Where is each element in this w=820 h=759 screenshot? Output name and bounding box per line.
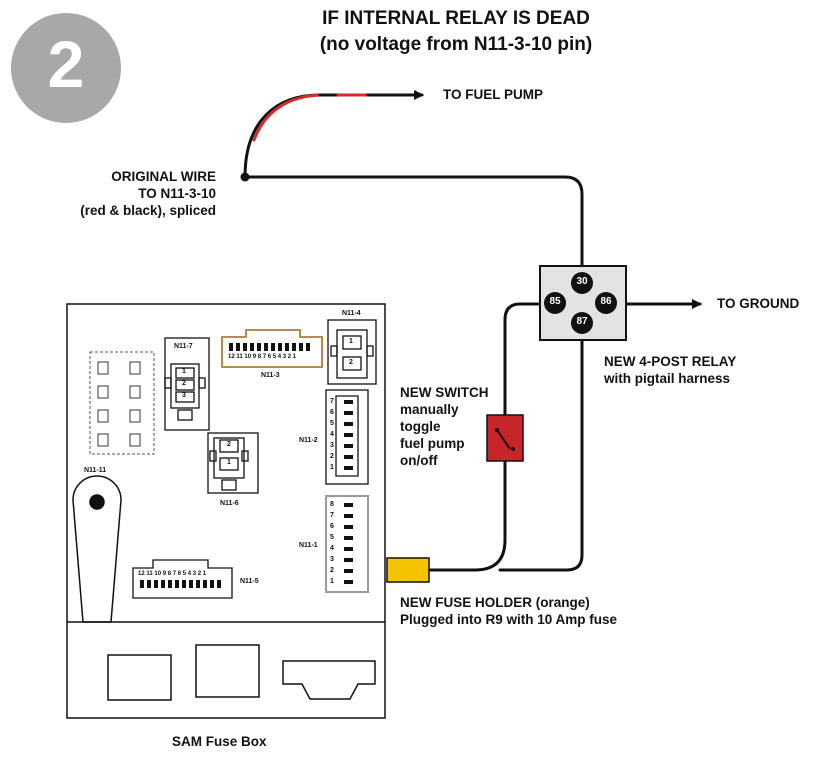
n11-2-connector (325, 389, 369, 485)
n11-1-pin-5: 5 (330, 534, 334, 541)
splice-point (240, 172, 250, 182)
n11-6-connector (207, 432, 259, 494)
n11-2-pin-2: 2 (330, 453, 334, 460)
n11-3-pins: 12 11 10 9 8 7 6 5 4 3 2 1 (228, 354, 297, 360)
n11-1-pin-3: 3 (330, 556, 334, 563)
n11-3-label: N11-3 (261, 372, 280, 379)
n11-5-pins: 12 11 10 9 8 7 6 5 4 3 2 1 (138, 571, 207, 577)
toggle-switch (486, 414, 524, 462)
relay-line-1: NEW 4-POST RELAY (604, 354, 737, 369)
fuse-holder-label: NEW FUSE HOLDER (orange) Plugged into R9… (400, 594, 617, 628)
n11-2-pin-3: 3 (330, 442, 334, 449)
switch-line-3: toggle (400, 419, 441, 434)
n11-11-stud (72, 475, 122, 623)
n11-2-label: N11-2 (299, 437, 318, 444)
n11-3-connector (221, 329, 323, 368)
n11-4-pin-2: 2 (349, 359, 353, 366)
original-wire-line-1: ORIGINAL WIRE (111, 169, 216, 184)
step-number: 2 (47, 27, 85, 101)
n11-1-pin-2: 2 (330, 567, 334, 574)
n11-1-pin-6: 6 (330, 523, 334, 530)
title-line-2: (no voltage from N11-3-10 pin) (319, 34, 593, 55)
relay-pin-87: 87 (576, 316, 588, 327)
original-wire-line-3: (red & black), spliced (80, 203, 216, 218)
switch-label: NEW SWITCH manually toggle fuel pump on/… (400, 384, 489, 469)
n11-1-connector (325, 495, 369, 593)
relay (539, 265, 627, 341)
switch-line-5: on/off (400, 453, 438, 468)
n11-7-label: N11-7 (174, 343, 193, 350)
n11-11-label: N11-11 (84, 467, 107, 474)
relay-label: NEW 4-POST RELAY with pigtail harness (604, 353, 736, 387)
step-badge-circle (11, 13, 121, 123)
n11-5-connector (132, 559, 233, 599)
n11-4-label: N11-4 (342, 310, 361, 317)
n11-2-pin-1: 1 (330, 464, 334, 471)
n11-7-pin-1: 1 (182, 368, 186, 375)
n11-2-pin-5: 5 (330, 420, 334, 427)
n11-6-label: N11-6 (220, 500, 239, 507)
switch-line-1: NEW SWITCH (400, 385, 489, 400)
n11-7-pin-3: 3 (182, 392, 186, 399)
relay-pin-86: 86 (600, 296, 612, 307)
n11-1-label: N11-1 (299, 542, 318, 549)
fuse-holder-line-2: Plugged into R9 with 10 Amp fuse (400, 612, 618, 627)
relay-pin-85: 85 (549, 296, 561, 307)
n11-2-pin-4: 4 (330, 431, 334, 438)
original-wire-line-2: TO N11-3-10 (138, 186, 216, 201)
ground-label: TO GROUND (717, 296, 800, 311)
n11-7-pin-2: 2 (182, 380, 186, 387)
title-line-1: IF INTERNAL RELAY IS DEAD (322, 8, 590, 29)
n11-1-pin-8: 8 (330, 501, 334, 508)
fuse-box-label: SAM Fuse Box (172, 734, 267, 749)
n11-1-pin-1: 1 (330, 578, 334, 585)
relay-pin-30: 30 (576, 276, 588, 287)
n11-6-pin-1: 1 (227, 459, 231, 466)
n11-5-label: N11-5 (240, 578, 259, 585)
n11-2-pin-7: 7 (330, 398, 334, 405)
fuse-holder-line-1: NEW FUSE HOLDER (orange) (400, 595, 590, 610)
relay-line-2: with pigtail harness (604, 371, 731, 386)
wires (243, 90, 702, 572)
n11-2-pin-6: 6 (330, 409, 334, 416)
fuse-holder (386, 557, 430, 583)
sam-fuse-box (66, 303, 386, 719)
relay-sockets (89, 351, 155, 455)
original-wire-label: ORIGINAL WIRE TO N11-3-10 (red & black),… (40, 168, 216, 219)
fuel-pump-label: TO FUEL PUMP (443, 87, 544, 102)
n11-4-pin-1: 1 (349, 338, 353, 345)
n11-7-connector (164, 337, 210, 431)
n11-6-pin-2: 2 (227, 441, 231, 448)
n11-1-pin-4: 4 (330, 545, 334, 552)
n11-1-pin-7: 7 (330, 512, 334, 519)
switch-line-4: fuel pump (400, 436, 465, 451)
n11-4-connector (327, 319, 377, 385)
switch-line-2: manually (400, 402, 459, 417)
